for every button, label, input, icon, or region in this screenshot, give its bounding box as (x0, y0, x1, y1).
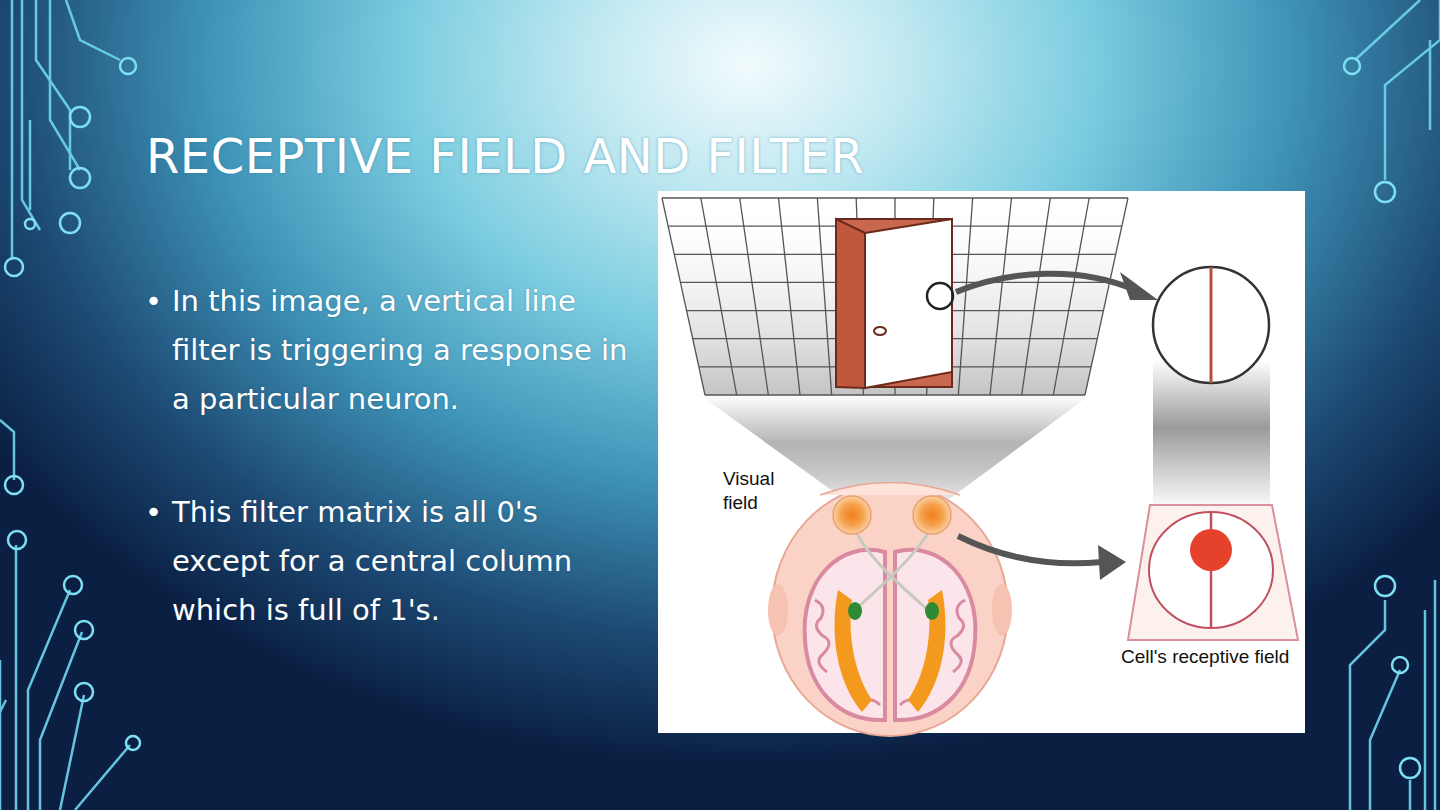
bullet-text: In this image, a vertical line filter is… (172, 277, 642, 424)
figure-label: Visual field (723, 467, 795, 515)
slide-title: RECEPTIVE FIELD AND FILTER (146, 128, 864, 184)
bullet-text: This filter matrix is all 0's except for… (172, 488, 642, 635)
figure-label: Cell's receptive field (1121, 645, 1301, 669)
